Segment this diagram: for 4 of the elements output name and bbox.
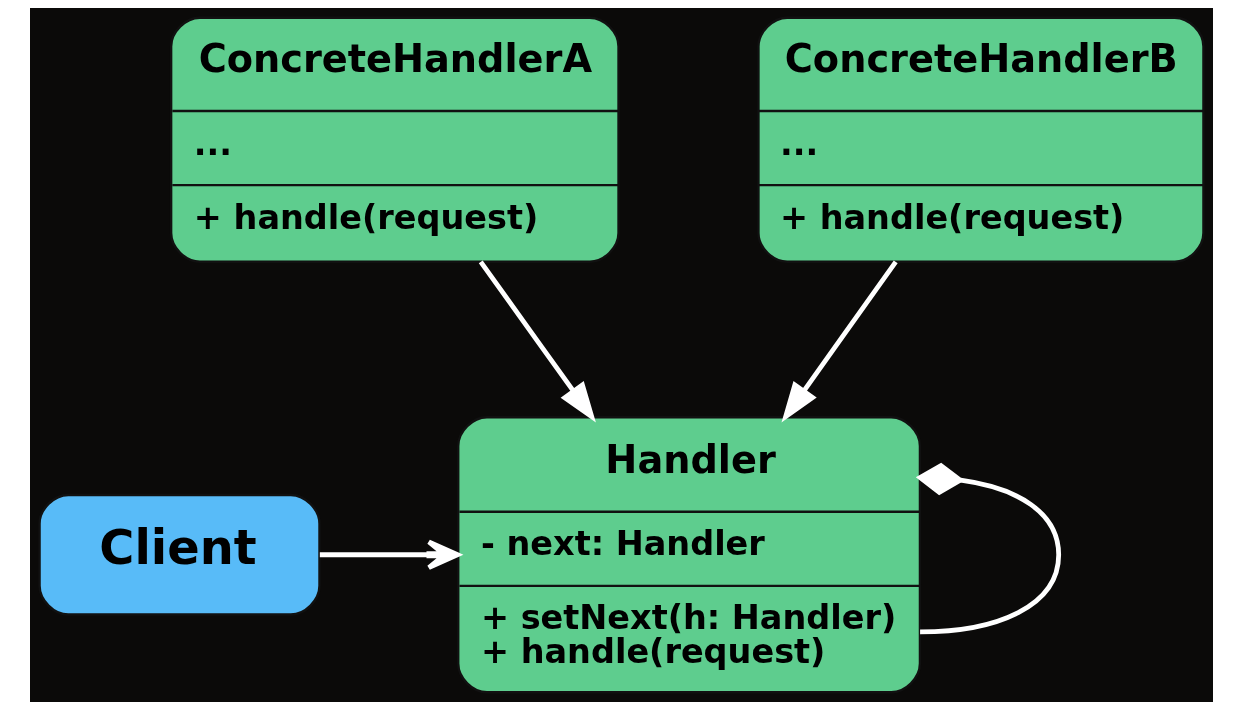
connector: [915, 462, 1061, 635]
arrow: [478, 260, 596, 423]
node-box: Client: [37, 493, 321, 616]
arrow: [781, 260, 898, 423]
